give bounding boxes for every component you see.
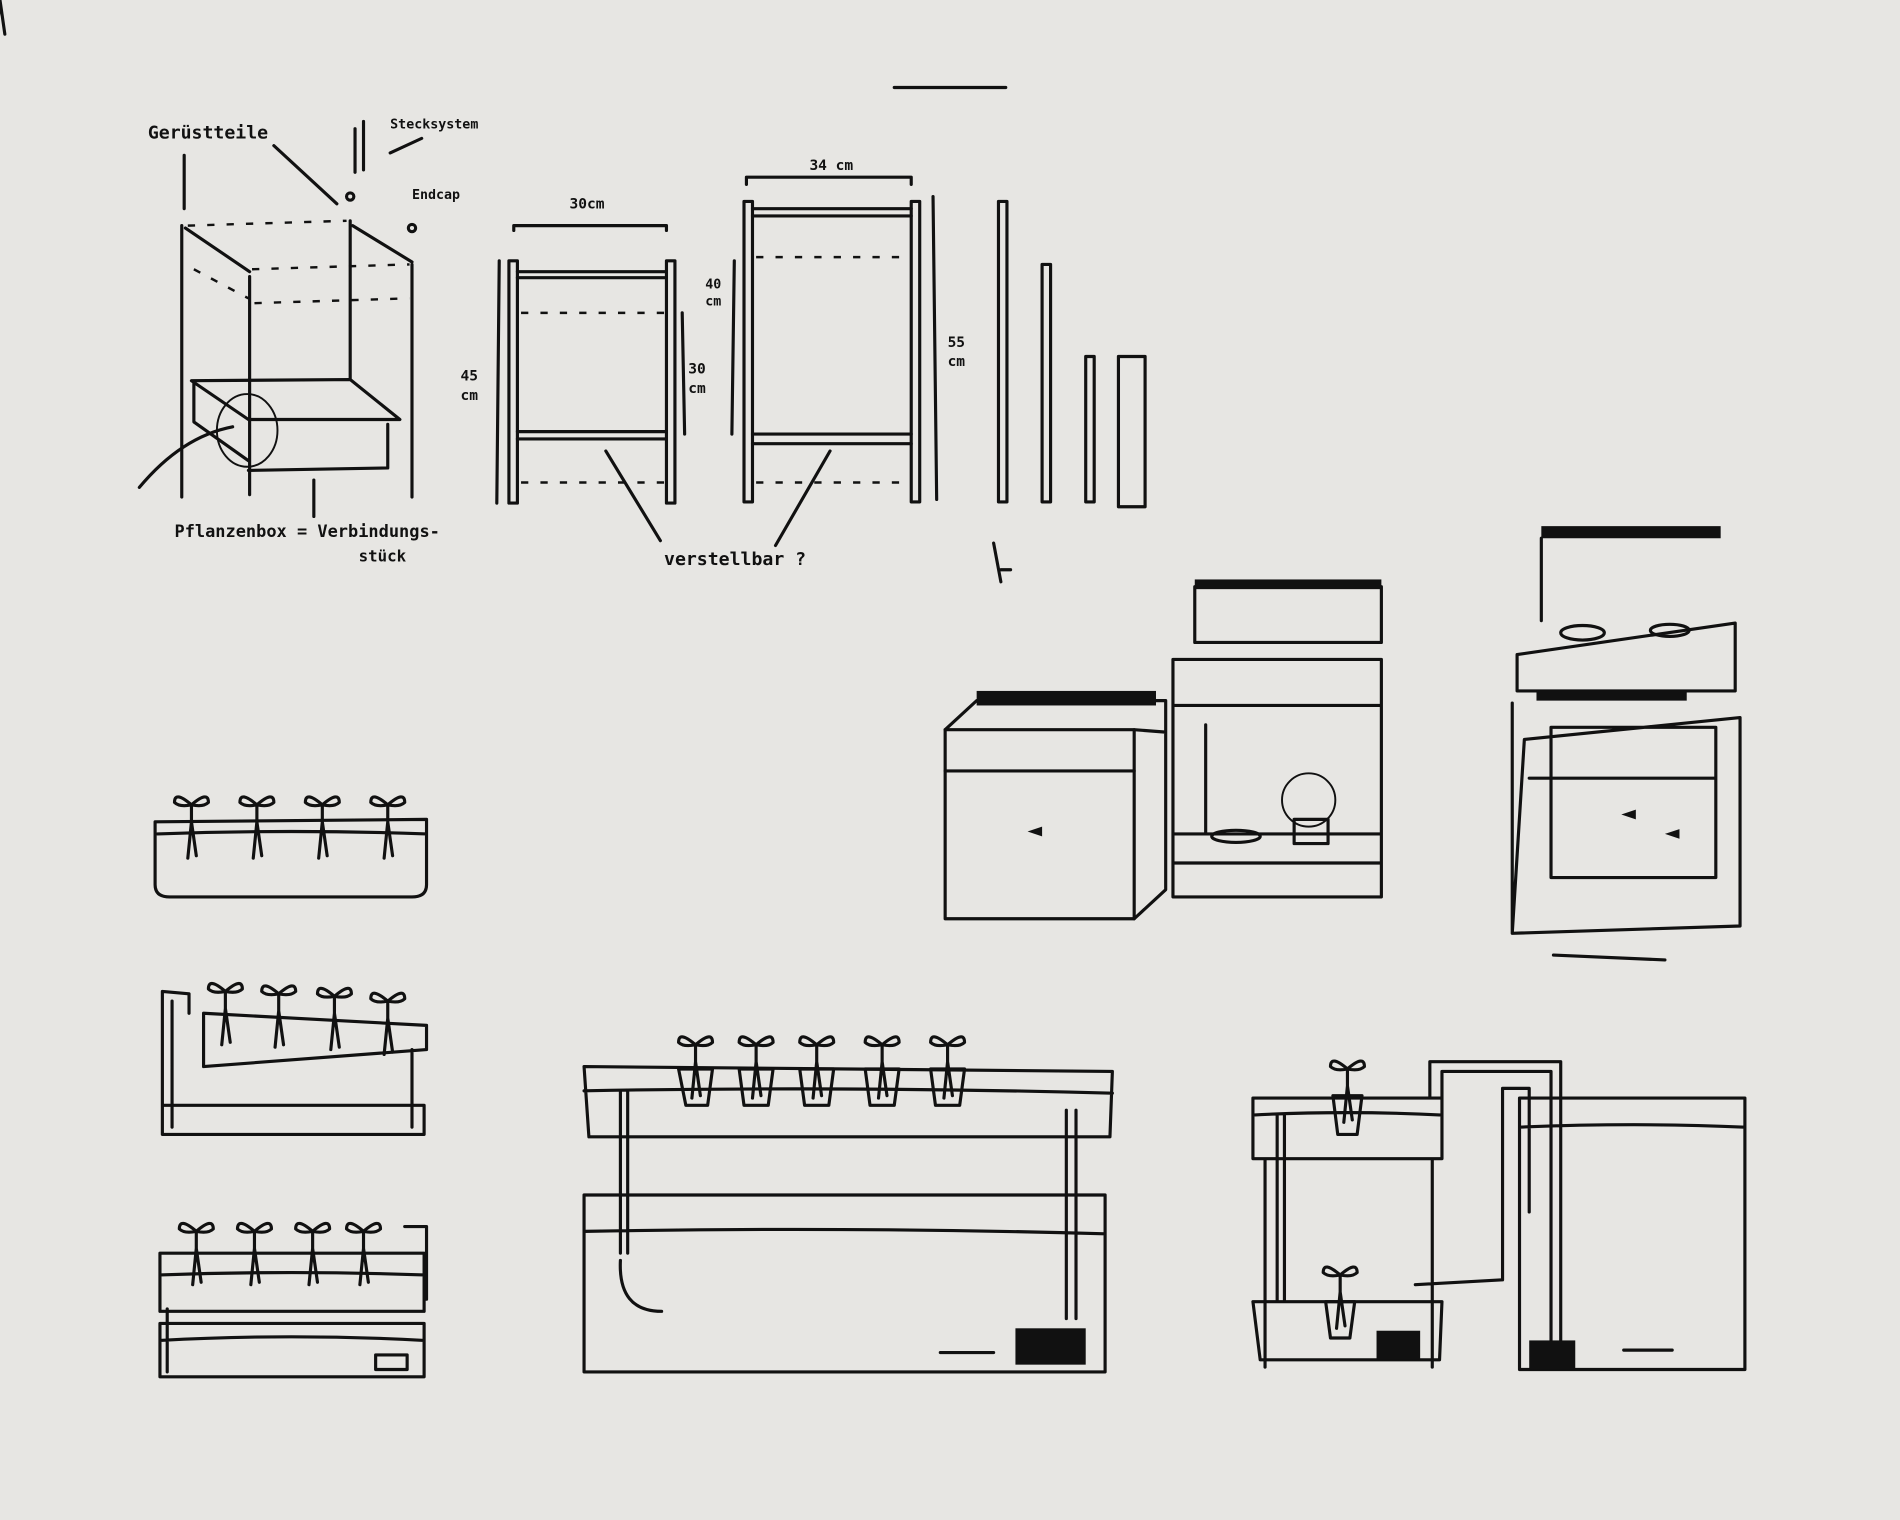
aquarium-stacked-sketch [1510, 526, 1742, 962]
label-height-30: 30 [688, 361, 705, 377]
plant-trough-1 [0, 0, 429, 899]
frame-large-front: 34 cm 40 cm 55 cm verstellbar ? [664, 158, 965, 570]
label-width-small: 30cm [570, 197, 605, 213]
label-pflanzenbox: Pflanzenbox = Verbindungs- [174, 521, 439, 541]
rods [892, 85, 1147, 584]
label-height-45: 45 [460, 369, 478, 385]
label-height-55-unit: cm [948, 354, 966, 370]
frame-small-front: 30cm 45 cm 30 cm [460, 197, 706, 543]
plant-trough-3 [158, 1221, 429, 1379]
label-height-45-unit: cm [460, 388, 478, 404]
plant-pots [676, 1035, 967, 1107]
aquaponics-system-1 [582, 1035, 1114, 1374]
label-endcap: Endcap [412, 188, 460, 203]
label-stecksystem: Stecksystem [390, 118, 478, 133]
label-geruestteile: Gerüstteile [148, 122, 268, 143]
aquarium-combo-sketch [943, 579, 1383, 921]
label-pflanzenbox-2: stück [359, 546, 407, 565]
label-verstellbar: verstellbar ? [664, 549, 806, 570]
plant-trough-2 [160, 981, 429, 1137]
frame-perspective-sketch: Gerüstteile Stecksystem Endcap Pflanzenb… [137, 118, 478, 565]
label-width-large: 34 cm [809, 158, 853, 174]
label-height-40-unit: cm [705, 295, 721, 310]
aquaponics-system-2 [1251, 1059, 1747, 1372]
label-height-30-unit: cm [688, 381, 706, 397]
label-height-40: 40 [705, 278, 721, 293]
label-height-55: 55 [948, 335, 965, 351]
